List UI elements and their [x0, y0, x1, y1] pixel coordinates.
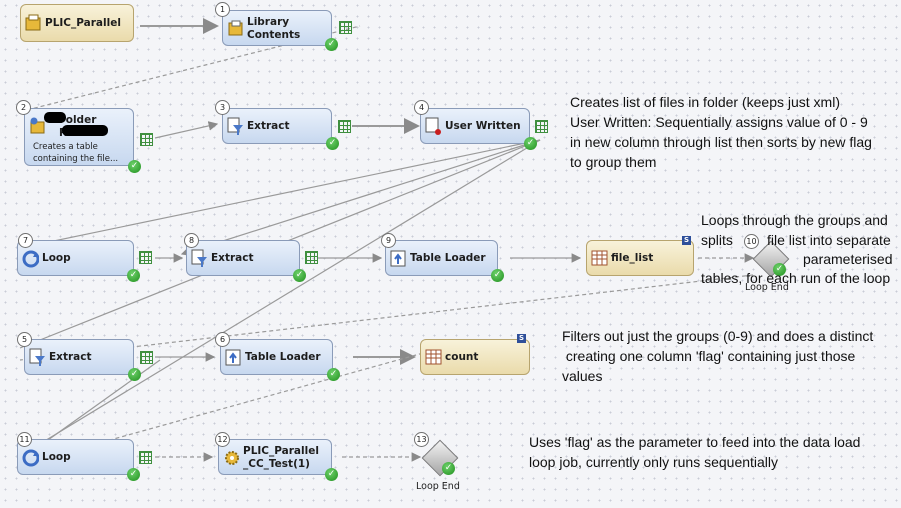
link-4-11 [19, 139, 541, 457]
node-extract-3[interactable]: Extract [222, 108, 332, 144]
status-ok-icon: ✓ [325, 38, 338, 51]
status-ok-icon: ✓ [327, 368, 340, 381]
node-library-contents[interactable]: Library Contents [222, 10, 332, 46]
table-icon [591, 250, 608, 266]
node-user-written[interactable]: User Written [420, 108, 530, 144]
table-loader-icon [225, 349, 241, 366]
node-extract-8[interactable]: Extract [186, 240, 300, 276]
node-label: PLIC_Parallel [45, 17, 121, 29]
link-2-3 [154, 121, 219, 139]
step-number: 1 [215, 2, 230, 17]
link-4-8 [180, 139, 541, 257]
extract-icon [29, 348, 45, 366]
step-number: 4 [414, 100, 429, 115]
redaction-mark [44, 112, 66, 123]
node-label: file_list [611, 252, 654, 264]
status-ok-icon: ✓ [524, 137, 537, 150]
node-description: Creates a table containing the file... [33, 142, 119, 164]
step-number: 7 [18, 233, 33, 248]
output-table-icon[interactable] [305, 251, 318, 264]
output-table-icon[interactable] [140, 133, 153, 146]
table-loader-icon [390, 250, 406, 267]
step-number: 9 [381, 233, 396, 248]
status-ok-icon: ✓ [127, 468, 140, 481]
output-table-icon[interactable] [339, 21, 352, 34]
job-icon [25, 14, 41, 31]
annotation-note-2a: Loops through the groups and [701, 212, 888, 228]
node-plic-parallel-cc-test[interactable]: PLIC_Parallel _CC_Test(1) [218, 439, 332, 475]
status-ok-icon: ✓ [491, 269, 504, 282]
status-ok-icon: ✓ [325, 468, 338, 481]
node-plic-parallel[interactable]: PLIC_Parallel [20, 4, 134, 42]
output-table-icon[interactable] [139, 451, 152, 464]
step-number: 2 [16, 100, 31, 115]
link-2-1-dashed [26, 25, 361, 111]
user-written-icon [425, 117, 441, 135]
output-table-icon[interactable] [338, 120, 351, 133]
gear-icon [225, 451, 239, 465]
extract-icon [227, 117, 243, 135]
status-ok-icon: ✓ [293, 269, 306, 282]
table-count[interactable]: count [420, 339, 530, 375]
node-label: Library Contents [247, 16, 301, 41]
node-label: Extract [247, 120, 290, 132]
table-icon [425, 349, 442, 365]
annotation-note-2e: tables, for each run of the loop [701, 270, 891, 286]
status-ok-icon: ✓ [442, 462, 455, 475]
annotation-note-1: Creates list of files in folder (keeps j… [570, 94, 872, 170]
loop-icon [22, 449, 39, 467]
folder-reader-icon [30, 117, 45, 134]
status-ok-icon: ✓ [127, 269, 140, 282]
node-label: Extract [49, 351, 92, 363]
node-label: PLIC_Parallel _CC_Test(1) [243, 445, 319, 470]
annotation-note-4: Uses 'flag' as the parameter to feed int… [529, 434, 861, 470]
node-table-loader-9[interactable]: Table Loader [385, 240, 498, 276]
node-label: Extract [211, 252, 254, 264]
node-label: Table Loader [245, 351, 321, 363]
node-loop-7[interactable]: Loop [17, 240, 134, 276]
table-file-list[interactable]: file_list [586, 240, 694, 276]
redaction-mark [62, 125, 108, 136]
link-4-7 [19, 139, 541, 249]
node-label: Loop [42, 451, 71, 463]
sas-badge: S [517, 334, 526, 343]
node-table-loader-6[interactable]: Table Loader [220, 339, 333, 375]
library-icon [228, 20, 243, 36]
status-ok-icon: ✓ [326, 137, 339, 150]
loop-icon [22, 250, 39, 268]
step-number: 10 [744, 234, 759, 249]
output-table-icon[interactable] [139, 251, 152, 264]
loop-end-label: Loop End [745, 282, 789, 293]
annotation-note-3: Filters out just the groups (0-9) and do… [562, 328, 874, 384]
node-folder-reader[interactable]: Folder Reader Creates a table containing… [24, 108, 134, 166]
node-label: User Written [445, 120, 521, 132]
annotation-note-2c: file list into separate [767, 232, 891, 248]
extract-icon [191, 249, 207, 267]
status-ok-icon: ✓ [773, 263, 786, 276]
step-number: 12 [215, 432, 230, 447]
step-number: 5 [17, 332, 32, 347]
status-ok-icon: ✓ [128, 368, 141, 381]
step-number: 8 [184, 233, 199, 248]
node-loop-11[interactable]: Loop [17, 439, 134, 475]
node-label: Table Loader [410, 252, 486, 264]
step-number: 11 [17, 432, 32, 447]
step-number: 3 [215, 100, 230, 115]
node-label: Loop [42, 252, 71, 264]
status-ok-icon: ✓ [128, 160, 141, 173]
link-count-11-dashed [19, 339, 471, 466]
sas-badge: S [682, 236, 691, 245]
output-table-icon[interactable] [535, 120, 548, 133]
step-number: 13 [414, 432, 429, 447]
annotation-note-2d: parameterised [803, 251, 893, 267]
node-extract-5[interactable]: Extract [24, 339, 134, 375]
link-10-5-dashed [19, 274, 754, 361]
step-number: 6 [215, 332, 230, 347]
output-table-icon[interactable] [140, 351, 153, 364]
node-label: count [445, 351, 479, 363]
annotation-note-2b: splits [701, 232, 733, 248]
loop-end-label: Loop End [416, 481, 460, 492]
